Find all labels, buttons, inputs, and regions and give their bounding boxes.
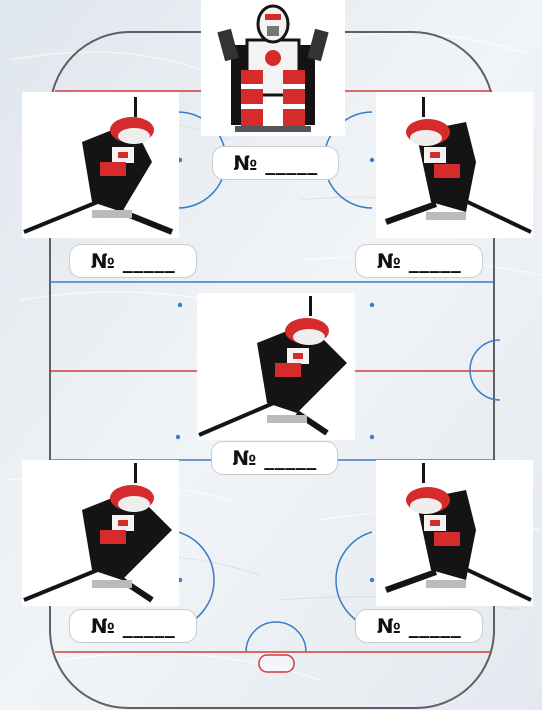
goalie-number-plate[interactable]: № _____ <box>212 146 339 180</box>
left-defense-card[interactable] <box>22 92 179 238</box>
neutral-dot-2 <box>370 303 374 307</box>
neutral-dot-4 <box>370 435 374 439</box>
faceoff-dot-top-right <box>370 158 374 162</box>
right-wing-card[interactable] <box>376 460 533 606</box>
hockey-skater-icon <box>376 460 533 606</box>
hockey-skater-icon <box>376 92 533 238</box>
hockey-skater-icon <box>22 460 179 606</box>
goal-net-bottom <box>259 655 294 672</box>
neutral-dot-1 <box>178 303 182 307</box>
hockey-skater-icon <box>197 293 355 440</box>
center-card[interactable] <box>197 293 355 440</box>
faceoff-dot-bottom-right <box>370 578 374 582</box>
right-defense-number-plate[interactable]: № _____ <box>355 244 483 278</box>
right-defense-card[interactable] <box>376 92 533 238</box>
hockey-skater-icon <box>22 92 179 238</box>
hockey-goalie-icon <box>201 0 345 136</box>
left-defense-number-plate[interactable]: № _____ <box>69 244 197 278</box>
left-wing-number-plate[interactable]: № _____ <box>69 609 197 643</box>
goalie-card[interactable] <box>201 0 345 136</box>
neutral-dot-3 <box>176 435 180 439</box>
right-wing-number-plate[interactable]: № _____ <box>355 609 483 643</box>
left-wing-card[interactable] <box>22 460 179 606</box>
center-number-plate[interactable]: № _____ <box>211 441 338 475</box>
